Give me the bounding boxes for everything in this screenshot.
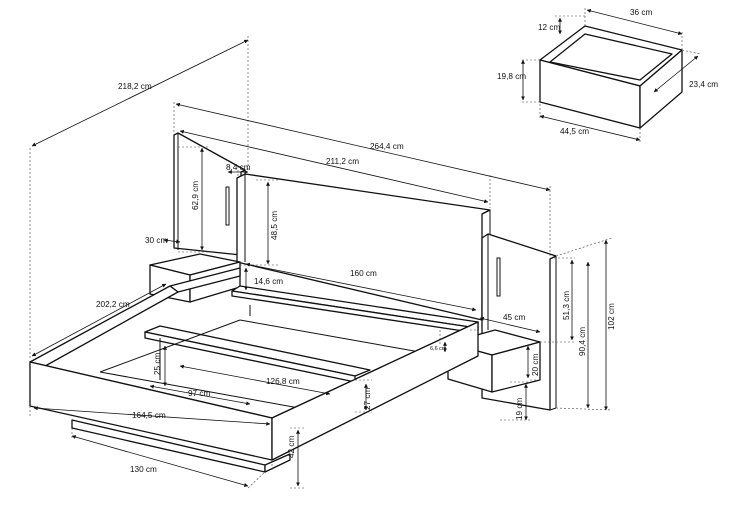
label-side-panel-height: 62,9 cm <box>191 181 200 210</box>
drawer-inside <box>549 33 673 81</box>
label-nightstand-width: 45 cm <box>503 313 525 322</box>
label-frame-width: 164,5 cm <box>132 411 166 420</box>
label-nightstand-thickness: 6,6 cm <box>430 346 447 352</box>
bed-cross-beam <box>144 325 371 377</box>
dimension-lines <box>31 8 699 487</box>
label-bed-depth: 218,2 cm <box>118 82 152 91</box>
label-drawer-inner: 12 cm <box>538 23 560 32</box>
label-headboard-total: 90,4 cm <box>578 327 587 356</box>
label-frame-height-inner: 25 cm <box>153 353 162 375</box>
dimension-labels: 218,2 cm 264,4 cm 211,2 cm 8,4 cm 62,9 c… <box>96 8 718 474</box>
label-frame-length: 202,2 cm <box>96 300 130 309</box>
label-headboard-panel-width: 211,2 cm <box>326 157 359 166</box>
label-drawer-width: 44,5 cm <box>560 127 589 136</box>
label-drawer-height: 19,8 cm <box>497 72 526 81</box>
label-base-width: 130 cm <box>130 465 157 474</box>
label-shelf-gap: 14,6 cm <box>254 277 283 286</box>
drawer-drawing <box>539 25 683 129</box>
label-nightstand-depth-left: 30 cm <box>145 236 167 245</box>
label-nightstand-height: 20 cm <box>531 354 540 376</box>
label-drawer-width-top: 36 cm <box>630 8 652 17</box>
left-led-strip <box>225 186 230 226</box>
label-drawer-depth: 23,4 cm <box>689 80 718 89</box>
label-inner-length: 126,8 cm <box>266 377 300 386</box>
left-headboard-panel <box>173 132 246 256</box>
label-nightstand-floor-gap: 19 cm <box>515 398 524 420</box>
label-inner-width: 97 cm <box>188 389 210 398</box>
label-headboard-height: 51,3 cm <box>562 291 571 320</box>
label-headboard-offset: 8,4 cm <box>226 163 251 172</box>
label-total-height: 102 cm <box>607 303 616 330</box>
label-leg-height: 42 cm <box>287 436 296 458</box>
label-shelf-width: 160 cm <box>350 269 377 278</box>
label-frame-height: 27 cm <box>363 388 372 410</box>
extension-lines <box>29 8 701 489</box>
label-panel-height: 48,5 cm <box>270 211 279 240</box>
right-led-strip <box>496 257 501 297</box>
label-total-width: 264,4 cm <box>370 142 404 151</box>
